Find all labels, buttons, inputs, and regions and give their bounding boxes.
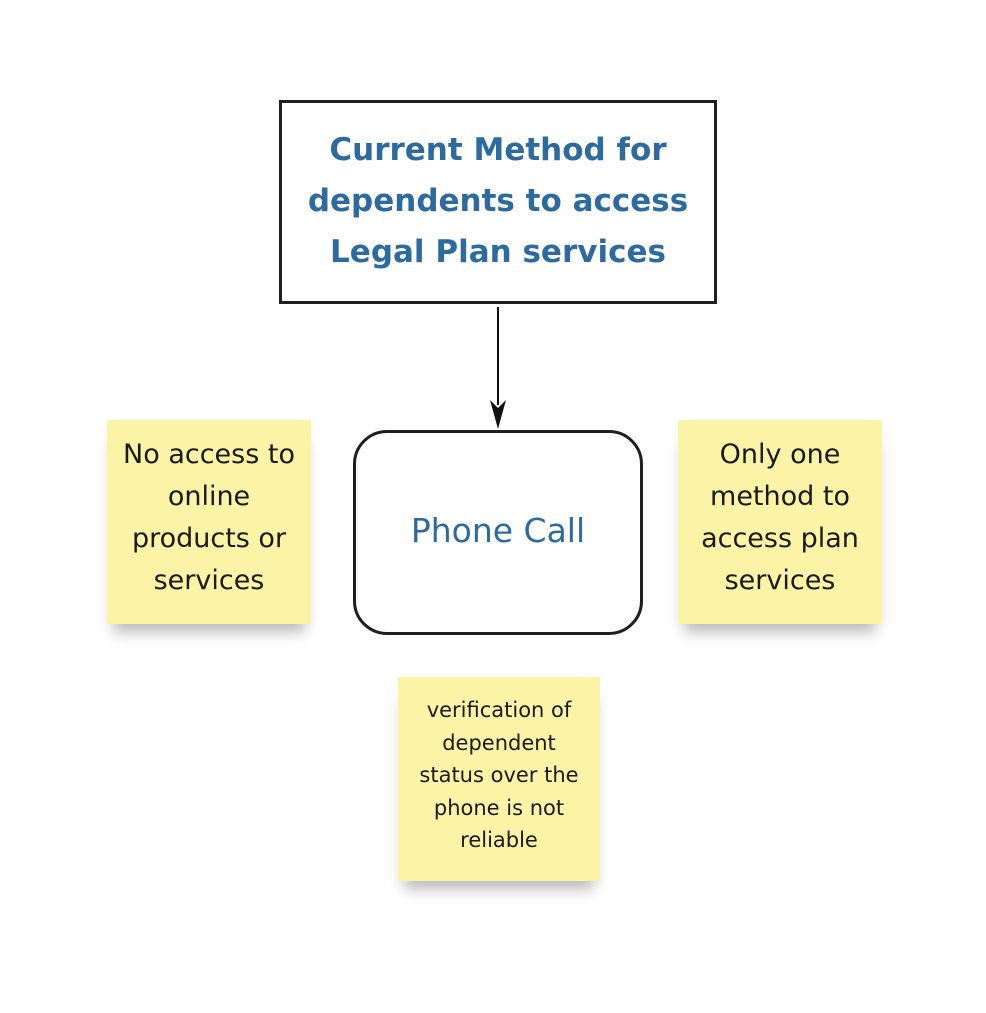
- phone-call-text: Phone Call: [410, 511, 586, 550]
- phone-call-box[interactable]: Phone Call: [353, 430, 643, 635]
- sticky-note-text: verification of dependent status over th…: [419, 698, 579, 852]
- title-text: Current Method for dependents to access …: [307, 131, 689, 270]
- sticky-note-verification[interactable]: verification of dependent status over th…: [398, 677, 600, 881]
- title-box[interactable]: Current Method for dependents to access …: [279, 100, 717, 304]
- sticky-note-text: No access to online products or services: [123, 439, 295, 596]
- sticky-note-no-access[interactable]: No access to online products or services: [107, 420, 311, 624]
- sticky-note-one-method[interactable]: Only one method to access plan services: [678, 420, 882, 624]
- connector-arrow: [490, 307, 506, 429]
- sticky-note-text: Only one method to access plan services: [701, 439, 859, 596]
- connector-arrow-head: [490, 400, 506, 429]
